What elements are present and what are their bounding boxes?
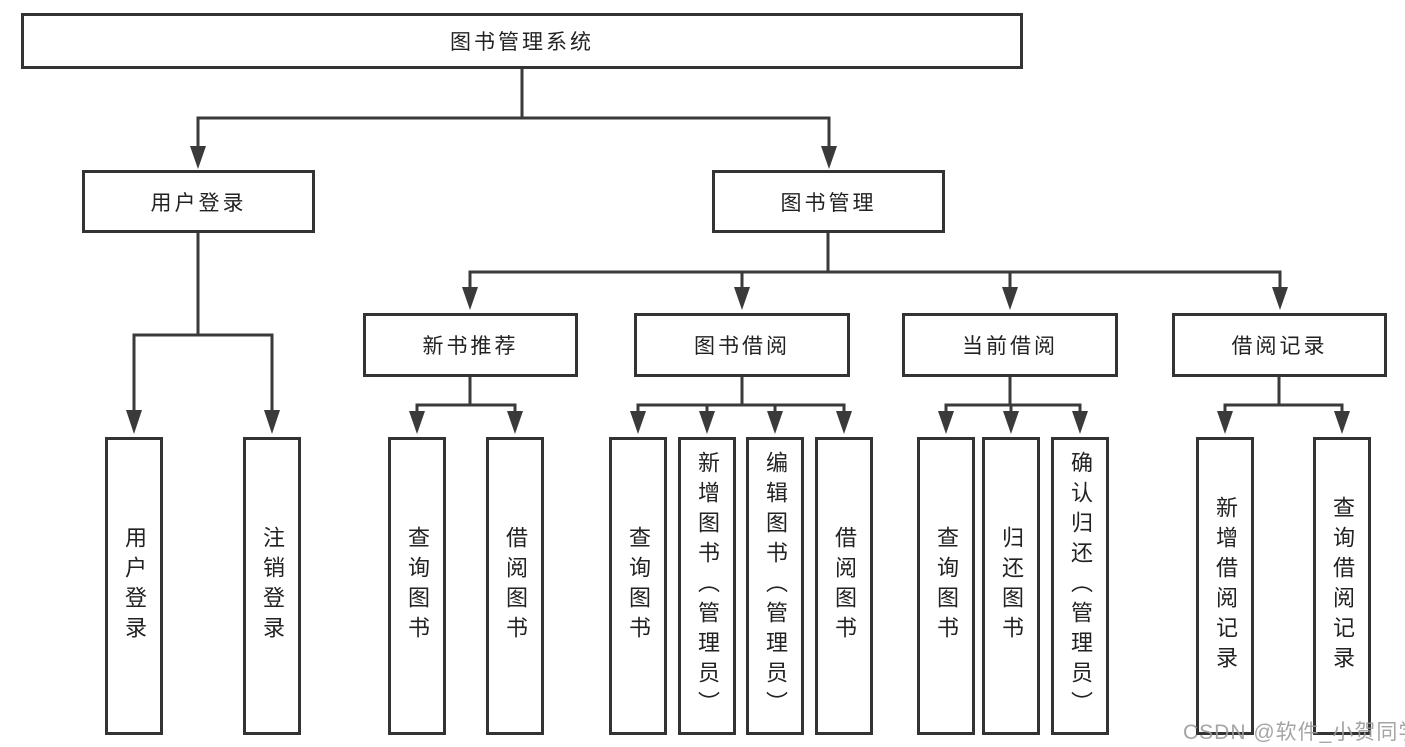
leaf-query-borrow-record-label: 查询借阅记录 — [1330, 496, 1355, 676]
connector-root-to-level2 — [190, 69, 837, 169]
node-new-book-recommend-label: 新书推荐 — [422, 335, 519, 358]
leaf-query-books-current-label: 查询图书 — [934, 526, 959, 646]
leaf-borrow-books-recommend-label: 借阅图书 — [503, 526, 528, 646]
leaf-return-books-label: 归还图书 — [999, 526, 1024, 646]
leaf-query-books-borrow-label: 查询图书 — [626, 526, 651, 646]
leaf-borrow-books: 借阅图书 — [815, 437, 873, 735]
node-root: 图书管理系统 — [21, 13, 1023, 69]
leaf-borrow-books-label: 借阅图书 — [832, 526, 857, 646]
connector-book-borrow-to-children — [630, 376, 852, 434]
node-user-login-label: 用户登录 — [150, 191, 247, 215]
node-borrow-records-label: 借阅记录 — [1231, 335, 1328, 358]
connector-book-management-to-level3 — [462, 232, 1288, 310]
leaf-logout-label: 注销登录 — [260, 526, 285, 646]
node-book-management-label: 图书管理 — [780, 191, 877, 215]
connector-current-borrow-to-children — [938, 376, 1088, 434]
node-new-book-recommend: 新书推荐 — [363, 313, 578, 377]
leaf-add-borrow-record: 新增借阅记录 — [1196, 437, 1254, 735]
leaf-add-borrow-record-label: 新增借阅记录 — [1213, 496, 1238, 676]
csdn-watermark: CSDN @软件_小贺同学 — [1183, 721, 1405, 744]
node-book-borrow-label: 图书借阅 — [694, 335, 790, 358]
node-book-management: 图书管理 — [712, 170, 945, 233]
leaf-query-books-borrow: 查询图书 — [609, 437, 667, 735]
node-user-login: 用户登录 — [82, 170, 315, 233]
leaf-query-borrow-record: 查询借阅记录 — [1313, 437, 1371, 735]
leaf-confirm-return-admin: 确认归还（管理员） — [1051, 437, 1109, 735]
leaf-edit-books-admin: 编辑图书（管理员） — [746, 437, 804, 735]
leaf-borrow-books-recommend: 借阅图书 — [486, 437, 544, 735]
leaf-logout: 注销登录 — [243, 437, 301, 735]
leaf-query-books-current: 查询图书 — [917, 437, 975, 735]
leaf-query-books-recommend: 查询图书 — [388, 437, 446, 735]
node-borrow-records: 借阅记录 — [1172, 313, 1387, 377]
connector-user-login-to-children — [126, 232, 280, 434]
leaf-user-login-label: 用户登录 — [122, 526, 147, 646]
leaf-edit-books-admin-label: 编辑图书（管理员） — [763, 451, 788, 721]
node-book-borrow: 图书借阅 — [634, 313, 850, 377]
leaf-add-books-admin-label: 新增图书（管理员） — [695, 451, 720, 721]
node-current-borrow-label: 当前借阅 — [962, 335, 1058, 358]
node-root-label: 图书管理系统 — [450, 31, 594, 54]
node-current-borrow: 当前借阅 — [902, 313, 1118, 377]
leaf-confirm-return-admin-label: 确认归还（管理员） — [1068, 451, 1093, 721]
connector-borrow-records-to-children — [1217, 376, 1350, 434]
leaf-return-books: 归还图书 — [982, 437, 1040, 735]
leaf-user-login: 用户登录 — [105, 437, 163, 735]
leaf-query-books-recommend-label: 查询图书 — [405, 526, 430, 646]
leaf-add-books-admin: 新增图书（管理员） — [678, 437, 736, 735]
connector-new-book-recommend-to-children — [409, 376, 523, 434]
